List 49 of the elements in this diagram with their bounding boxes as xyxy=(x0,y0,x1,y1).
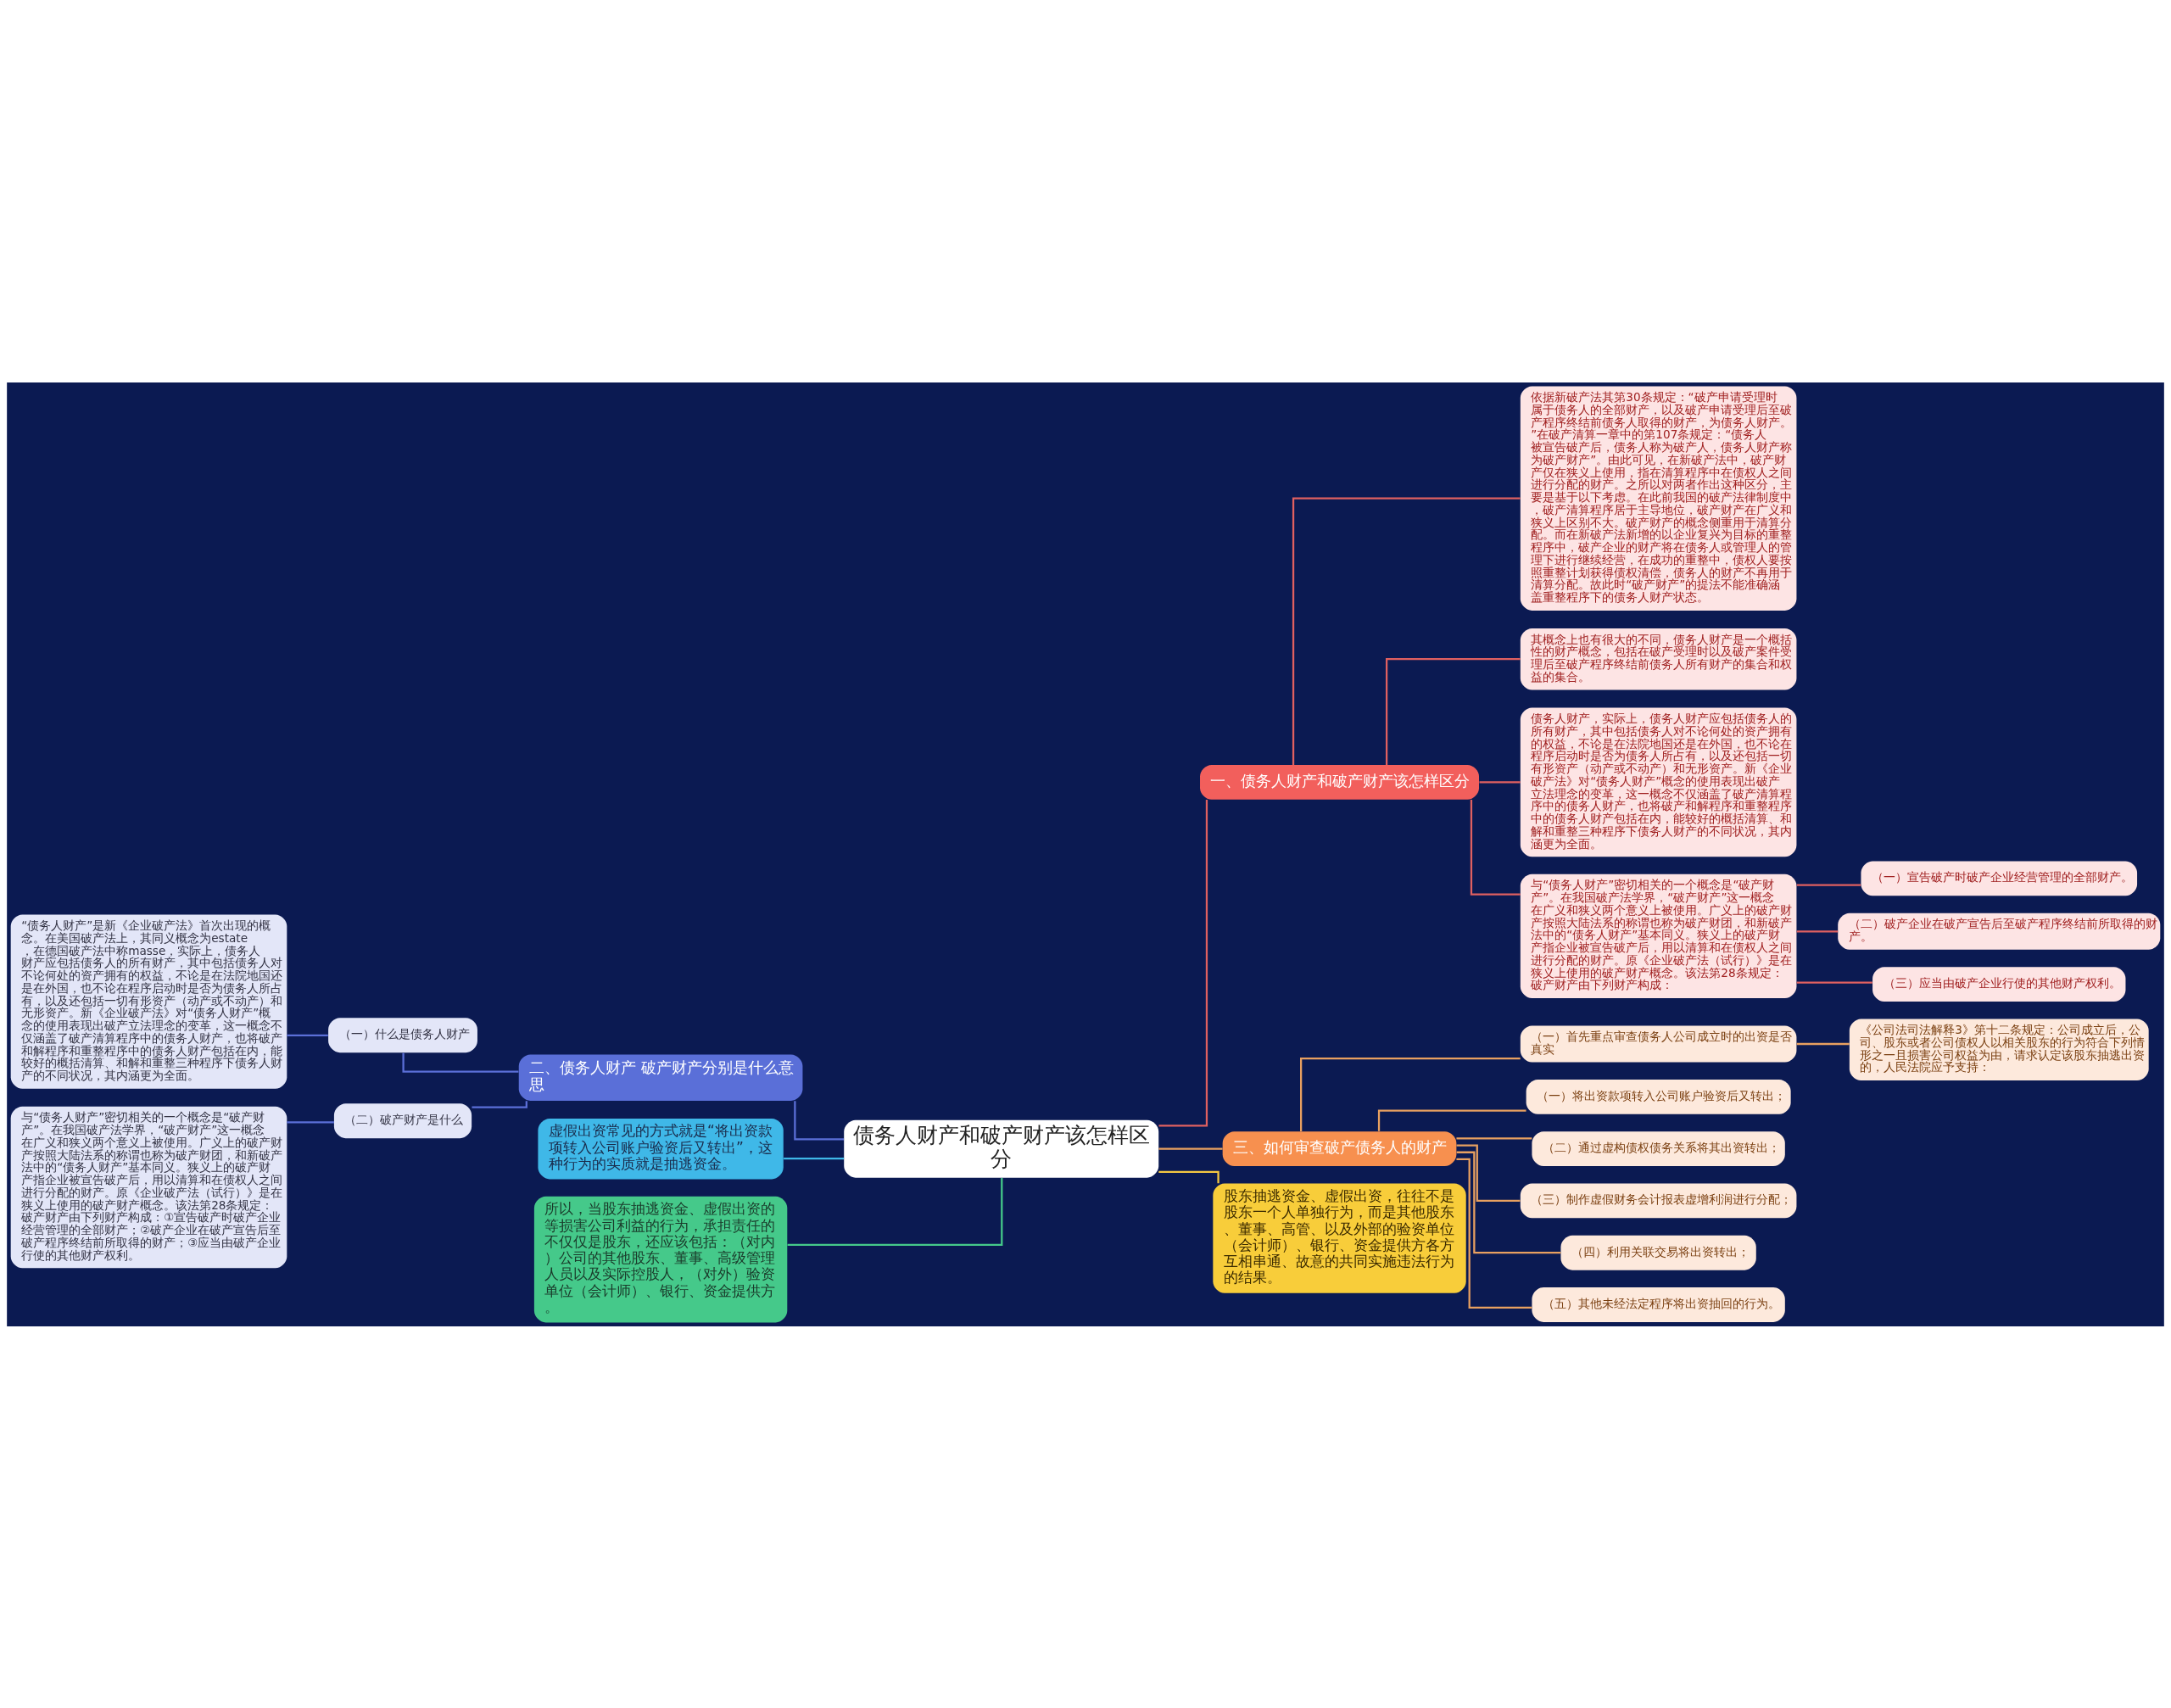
node-box: （一）将出资款项转入公司账户验资后又转出； xyxy=(1526,1079,1791,1114)
node-box: 股东抽逃资金、虚假出资，往往不是股东一个人单独行为，而是其他股东、董事、高管、以及外部的验资单位（会计师）、银行、资金提供方各方互相串通、故意的共同实施违法行为的结果。 xyxy=(1213,1183,1466,1293)
connector xyxy=(1158,1170,1219,1183)
node-box: 依据新破产法其第30条规定：“破产申请受理时属于债务人的全部财产，以及破产申请受理后至破产程序终结前债务人取得的财产，为债务人财产。”在破产清算一章中的第107条规定：“债务人被宣告破产后，债务人称为破产人，债务人财产称为破产财产”。由此可见，在新破产法中，破产财产仅在狭义上使用，指在清算程序中在债权人之间进行分配的财产。之所以对两者作出这种区分，主要是基于以下考虑。在此前我国的破产法律制度中，破产清算程序居于主导地位，破产财产在广义和狭义上区别不大。破产财产的概念侧重用于清算分配。而在新破产法新增的以企业复兴为目标的重整程序中，破产企业的财产将在债务人或管理人的管理下进行继续经营，在成功的重整中，债权人要按照重整计划获得债权清偿，债务人的财产不再用于清算分配。故此时“破产财产”的提法不能准确涵盖重整程序下的债务人财产状态。 xyxy=(1520,386,1797,611)
connector xyxy=(1456,1136,1532,1140)
node-box: 虚假出资常见的方式就是“将出资款项转入公司账户验资后又转出”，这种行为的实质就是抽逃资金。 xyxy=(538,1118,784,1179)
connector xyxy=(1796,883,1861,886)
connector xyxy=(1470,799,1521,896)
connector xyxy=(1158,1147,1223,1150)
connector xyxy=(1796,1042,1850,1045)
node-box: （三）应当由破产企业行使的其他财产权利。 xyxy=(1872,966,2126,1002)
node-box: （一）宣告破产时破产企业经营管理的全部财产。 xyxy=(1861,860,2138,896)
node-box: （三）制作虚假财务会计报表虚增利润进行分配； xyxy=(1520,1183,1797,1218)
node-box: 三、如何审查破产债务人的财产 xyxy=(1222,1130,1457,1166)
connector xyxy=(1456,1143,1521,1202)
connector xyxy=(784,1157,845,1159)
node-box: 二、债务人财产 破产财产分别是什么意思 xyxy=(518,1054,803,1101)
connector xyxy=(794,1100,845,1140)
connector xyxy=(402,1052,519,1073)
connector xyxy=(1377,1109,1526,1131)
node-box: 债务人财产，实际上，债务人财产应包括债务人的所有财产，其中包括债务人对不论何处的资产拥有的权益，不论是在法院地国还是在外国，也不论在程序启动时是否为债务人所占有，以及还包括一切有形资产（动产或不动产）和无形资产。新《企业破产法》对“债务人财产”概念的使用表现出破产立法理念的变革，这一概念不仅涵盖了破产清算程序中的债务人财产，也将破产和解程序和重整程序中的债务人财产包括在内，能较好的概括清算、和解和重整三种程序下债务人财产的不同状况，其内涵更为全面。 xyxy=(1520,707,1797,857)
node-box: 《公司法司法解释3》第十二条规定：公司成立后，公司、股东或者公司债权人以相关股东的行为符合下列情形之一且损害公司权益为由，请求认定该股东抽逃出资的，人民法院应予支持： xyxy=(1849,1019,2149,1080)
connector xyxy=(1479,780,1521,784)
connector xyxy=(1386,657,1521,765)
node-box: （一）什么是债务人财产 xyxy=(328,1017,477,1052)
node-box: 与“债务人财产”密切相关的一个概念是“破产财产”。在我国破产法学界，“破产财产”这一概念在广义和狭义两个意义上被使用。广义上的破产财产按照大陆法系的称谓也称为破产财团，和新破产法中的“债务人财产”基本同义。狭义上的破产财产指企业被宣告破产后，用以清算和在债权人之间进行分配的财产。原《企业破产法（试行）》是在狭义上使用的破产财产概念。该法第28条规定：破产财产由下列财产构成： xyxy=(1520,874,1797,998)
node-box: 与“债务人财产”密切相关的一个概念是“破产财产”。在我国破产法学界，“破产财产”这一概念在广义和狭义两个意义上被使用。广义上的破产财产按照大陆法系的称谓也称为破产财团，和新破产法中的“债务人财产”基本同义。狭义上的破产财产指企业被宣告破产后，用以清算和在债权人之间进行分配的财产。原《企业破产法（试行）》是在狭义上使用的破产财产概念。该法第28条规定：破产财产由下列财产构成：①宣告破产时破产企业经营管理的全部财产；②破产企业在破产宣告后至破产程序终结前所取得的财产；③应当由破产企业行使的其他财产权利。 xyxy=(10,1106,287,1268)
connector xyxy=(472,1100,527,1108)
node-box: （二）通过虚构债权债务关系将其出资转出； xyxy=(1532,1130,1785,1166)
connector xyxy=(1456,1158,1532,1309)
node-box: 一、债务人财产和破产财产该怎样区分 xyxy=(1200,764,1480,800)
connector xyxy=(1292,497,1521,765)
node-box: “债务人财产”是新《企业破产法》首次出现的概念。在美国破产法上，其同义概念为estate，在德国破产法中称masse，实际上，债务人财产应包括债务人的所有财产，其中包括债务人对不论何处的资产拥有的权益，不论是在法院地国还是在外国，也不论在程序启动时是否为债务人所占有，以及还包括一切有形资产（动产或不动产）和无形资产。新《企业破产法》对“债务人财产”概念的使用表现出破产立法理念的变革，这一概念不仅涵盖了破产清算程序中的债务人财产，也将破产和解程序和重整程序中的债务人财产包括在内，能较好的概括清算、和解和重整三种程序下债务人财产的不同状况，其内涵更为全面。 xyxy=(10,913,287,1089)
node-box: （二）破产企业在破产宣告后至破产程序终结前所取得的财产。 xyxy=(1838,913,2161,950)
node-box: （一）首先重点审查债务人公司成立时的出资是否真实 xyxy=(1520,1024,1797,1063)
connector xyxy=(1300,1057,1521,1131)
node-box: （二）破产财产是什么 xyxy=(333,1102,472,1138)
node-box: （四）利用关联交易将出资转出； xyxy=(1560,1235,1756,1270)
node-box: （五）其他未经法定程序将出资抽回的行为。 xyxy=(1532,1287,1785,1322)
connector xyxy=(1158,799,1208,1127)
node-box: 其概念上也有很大的不同，债务人财产是一个概括性的财产概念，包括在破产受理时以及破产案件受理后至破产程序终结前债务人所有财产的集合和权益的集合。 xyxy=(1520,628,1797,689)
connector xyxy=(1796,981,1872,984)
node-box: 所以，当股东抽逃资金、虚假出资的等损害公司利益的行为，承担责任的不仅仅是股东，还应该包括：（对内）公司的其他股东、董事、高级管理人员以及实际控股人，（对外）验资单位（会计师）、银行、资金提供方。 xyxy=(533,1196,788,1322)
connector xyxy=(1796,929,1839,932)
connector xyxy=(1456,1151,1561,1253)
connector xyxy=(287,1034,328,1036)
node-box: 债务人财产和破产财产该怎样区分 xyxy=(844,1119,1159,1178)
connector xyxy=(287,1120,334,1124)
connector xyxy=(787,1177,1003,1246)
